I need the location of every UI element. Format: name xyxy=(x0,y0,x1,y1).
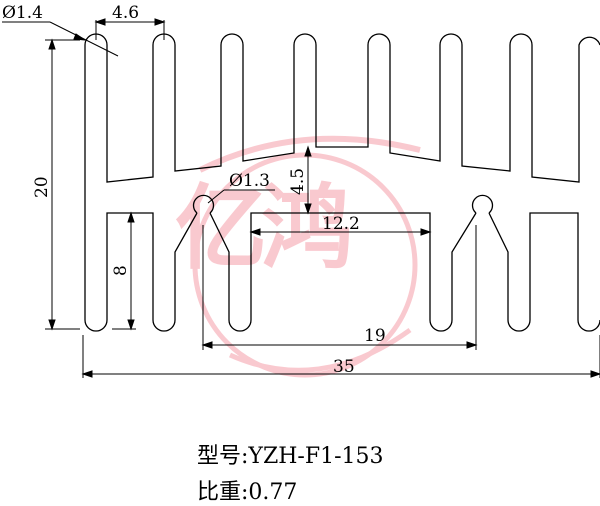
model-label: 型号: xyxy=(197,444,249,469)
dimension-lines xyxy=(2,18,600,378)
weight-value: 0.77 xyxy=(248,480,298,505)
watermark-text: 亿鸿 xyxy=(175,175,349,282)
dim-step: 4.5 xyxy=(288,168,308,195)
dim-inner-span: 19 xyxy=(364,326,386,346)
model-value: YZH-F1-153 xyxy=(248,444,384,469)
heatsink-drawing: 亿鸿 xyxy=(2,3,600,378)
dim-total-width: 35 xyxy=(333,357,355,377)
heatsink-profile xyxy=(84,33,600,332)
dim-slot-width: 12.2 xyxy=(322,214,360,234)
dim-height: 20 xyxy=(32,176,52,198)
dim-hole-mid: Ø1.3 xyxy=(229,171,270,191)
dim-hole-top: Ø1.4 xyxy=(2,3,43,23)
weight-caption: 比重:0.77 xyxy=(197,474,297,506)
weight-label: 比重: xyxy=(197,480,249,505)
model-caption: 型号:YZH-F1-153 xyxy=(197,438,384,470)
dim-fin-pitch: 4.6 xyxy=(112,3,139,23)
dim-inner-depth: 8 xyxy=(111,265,131,276)
